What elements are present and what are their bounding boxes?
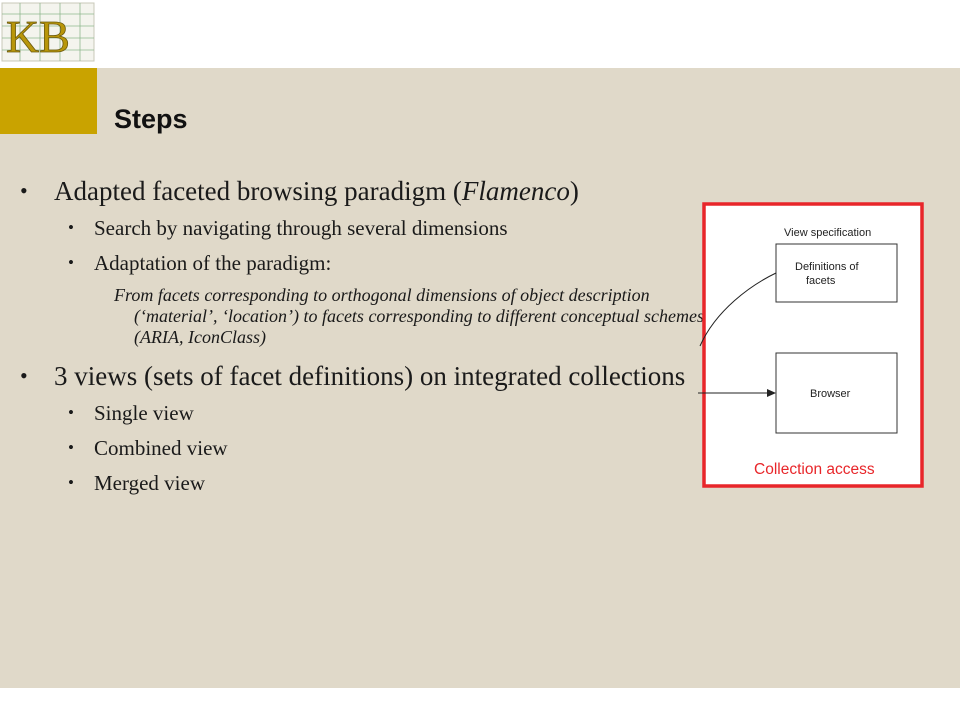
bullet-dot: • bbox=[68, 473, 74, 492]
title-accent-square bbox=[0, 68, 97, 134]
definitions-box bbox=[775, 243, 898, 303]
bullet-dot: • bbox=[68, 218, 74, 237]
definitions-box-line1: Definitions of bbox=[795, 261, 860, 273]
sub-bullet-item: •Single view bbox=[68, 401, 194, 425]
bottom-strip bbox=[0, 688, 960, 720]
logo-text: KB bbox=[6, 11, 70, 62]
bullet-dot: • bbox=[68, 403, 74, 422]
bullet-item: •Adapted faceted browsing paradigm (Flam… bbox=[20, 176, 579, 206]
arrow-head-icon bbox=[767, 389, 776, 397]
slide-title: Steps bbox=[114, 104, 188, 134]
kb-logo: KB bbox=[1, 2, 95, 62]
bullet-dot: • bbox=[20, 363, 28, 388]
definitions-connector bbox=[699, 272, 777, 347]
bullet-dot: • bbox=[20, 178, 28, 203]
bullet-list: •Adapted faceted browsing paradigm (Flam… bbox=[20, 175, 710, 505]
definitions-box-line2: facets bbox=[806, 275, 836, 287]
bullet-dot: • bbox=[68, 438, 74, 457]
sub-bullet-item: •Merged view bbox=[68, 471, 205, 495]
browser-box-label: Browser bbox=[810, 388, 851, 400]
collection-access-label: Collection access bbox=[754, 461, 875, 478]
sub-bullet-item: •Search by navigating through several di… bbox=[68, 216, 508, 240]
bullet-dot: • bbox=[68, 253, 74, 272]
view-spec-label: View specification bbox=[784, 227, 871, 239]
architecture-diagram: View specification Definitions of facets… bbox=[698, 202, 924, 488]
detail-text: From facets corresponding to orthogonal … bbox=[114, 285, 705, 347]
bullet-item: •3 views (sets of facet definitions) on … bbox=[20, 361, 686, 391]
sub-bullet-item: •Adaptation of the paradigm: bbox=[68, 251, 332, 275]
sub-bullet-item: •Combined view bbox=[68, 436, 228, 460]
